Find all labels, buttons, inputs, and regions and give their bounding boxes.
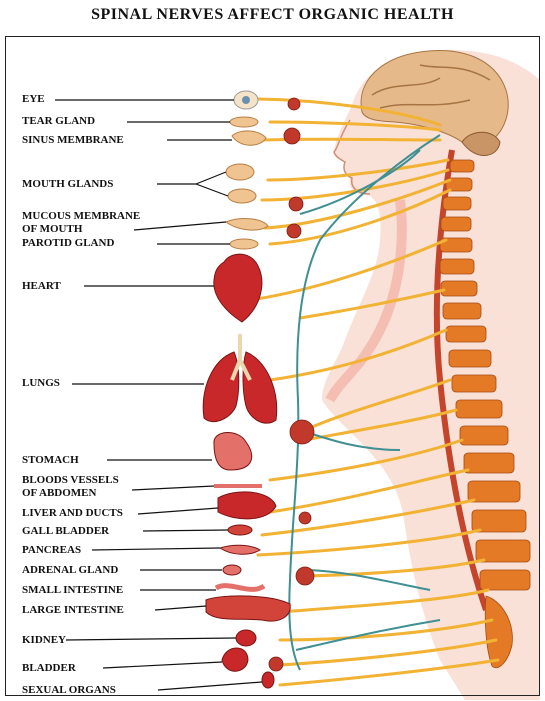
label-small-intestine: SMALL INTESTINE [22,585,123,596]
label-liver-and-ducts: LIVER AND DUCTS [22,508,123,519]
label-lungs: LUNGS [22,378,60,389]
label-of-abdomen: OF ABDOMEN [22,488,96,499]
label-eye: EYE [22,94,45,105]
label-pancreas: PANCREAS [22,545,81,556]
label-mouth-glands: MOUTH GLANDS [22,179,113,190]
label-heart: HEART [22,281,61,292]
label-kidney: KIDNEY [22,635,66,646]
label-adrenal-gland: ADRENAL GLAND [22,565,118,576]
label-sinus-membrane: SINUS MEMBRANE [22,135,124,146]
label-parotid-gland: PAROTID GLAND [22,238,114,249]
label-stomach: STOMACH [22,455,79,466]
label-gall-bladder: GALL BLADDER [22,526,109,537]
label-tear-gland: TEAR GLAND [22,116,95,127]
label-large-intestine: LARGE INTESTINE [22,605,124,616]
label-bladder: BLADDER [22,663,76,674]
label-of-mouth: OF MOUTH [22,224,82,235]
label-blood-vessels: BLOODS VESSELS [22,475,119,486]
label-sexual-organs: SEXUAL ORGANS [22,685,116,696]
label-mucous-membrane: MUCOUS MEMBRANE [22,211,140,222]
